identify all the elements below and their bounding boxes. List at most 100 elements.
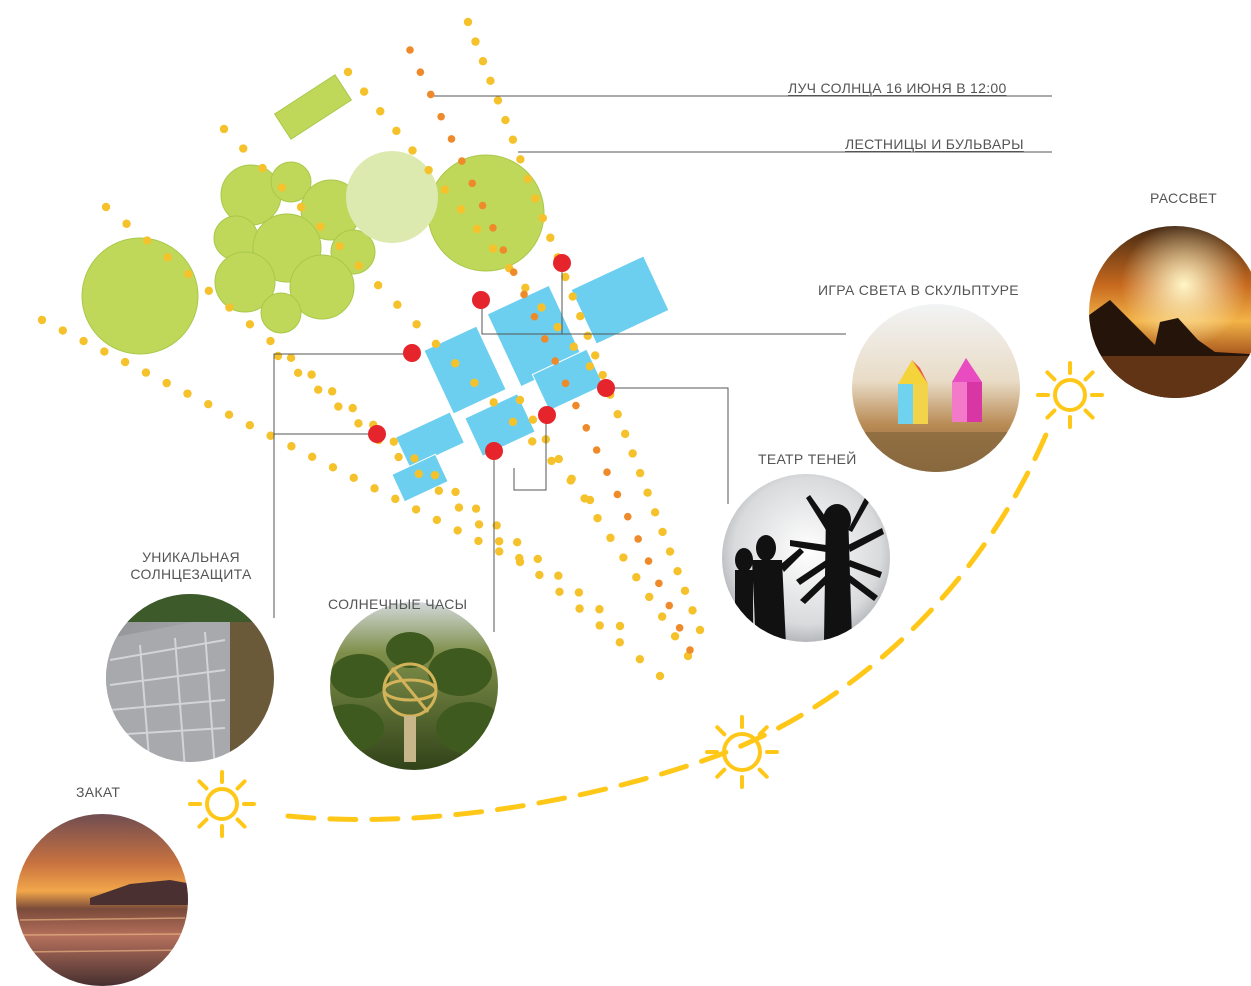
sun-ray-dot	[458, 157, 466, 165]
sun-ray-dot	[478, 201, 487, 210]
shadow-theater-photo	[722, 474, 890, 642]
dot	[635, 654, 645, 664]
dot	[643, 488, 652, 497]
dot	[393, 300, 402, 309]
dot	[307, 452, 317, 461]
dot	[670, 632, 680, 641]
dot	[628, 449, 637, 458]
leader-lines	[273, 95, 1052, 632]
sun-icon-ray	[235, 779, 247, 791]
dot	[245, 421, 255, 430]
tree	[289, 254, 355, 320]
sun-icon-disc	[1053, 378, 1087, 412]
dot	[528, 415, 538, 424]
feature-markers	[368, 254, 615, 460]
dot	[547, 456, 556, 466]
dot	[141, 368, 151, 377]
feature-marker	[368, 425, 386, 443]
sun-icon-ray	[715, 767, 727, 779]
dot	[453, 526, 462, 535]
sundial-photo	[330, 602, 498, 770]
label-sundial: СОЛНЕЧНЫЕ ЧАСЫ	[328, 596, 468, 612]
dot	[523, 174, 533, 184]
dot	[531, 194, 540, 203]
sun-ray-dot	[520, 290, 528, 299]
label-sun-protection-line1: УНИКАЛЬНАЯ	[142, 549, 240, 565]
dot	[655, 671, 665, 681]
dot	[521, 283, 530, 293]
dot	[580, 494, 589, 503]
sun-icon-ray	[715, 725, 727, 737]
dot	[120, 357, 130, 367]
dot	[515, 395, 525, 405]
light-sculpture-photo	[852, 304, 1020, 472]
dot	[553, 322, 562, 332]
sun-ray-dot	[447, 135, 456, 143]
dot	[335, 241, 344, 251]
dot	[101, 202, 111, 212]
dot	[591, 351, 600, 360]
tree	[81, 237, 199, 355]
dot	[535, 570, 544, 580]
sun-ray-dot	[665, 601, 674, 610]
feature-marker	[538, 406, 556, 424]
dot	[658, 527, 667, 537]
dot	[555, 587, 564, 596]
dot	[224, 410, 234, 419]
dot	[528, 437, 537, 446]
sun-protection-photo	[106, 594, 274, 762]
dot	[567, 474, 576, 483]
dot	[593, 513, 602, 523]
dot	[334, 402, 343, 411]
sun-icon-ray	[757, 767, 769, 779]
label-light-play: ИГРА СВЕТА В СКУЛЬПТУРЕ	[818, 282, 1019, 298]
dot	[680, 586, 690, 595]
dot	[493, 96, 503, 105]
label-stairs-boulevards: ЛЕСТНИЦЫ И БУЛЬВАРЫ	[845, 136, 1024, 152]
leader-line	[273, 353, 412, 618]
dot	[122, 219, 131, 228]
building	[464, 393, 536, 457]
sun-icon-ray	[235, 817, 247, 829]
label-shadow-theater: ТЕАТР ТЕНЕЙ	[758, 451, 857, 467]
dot	[204, 286, 213, 295]
sun-ray-dot	[572, 401, 580, 410]
dot	[456, 205, 466, 214]
dot	[266, 431, 275, 440]
dot	[454, 503, 464, 512]
sun-ray-dot	[686, 646, 694, 654]
dot	[554, 571, 563, 580]
dot	[488, 244, 498, 253]
dot	[307, 370, 316, 379]
dot	[515, 553, 524, 563]
sun-icon	[188, 770, 256, 838]
tree	[427, 154, 545, 272]
dot	[316, 222, 325, 231]
dot	[376, 107, 385, 116]
dot	[606, 533, 615, 543]
dot	[489, 398, 498, 407]
sun-ray-dot	[613, 490, 622, 499]
dot	[576, 311, 585, 321]
sun-ray-dot	[551, 357, 559, 365]
label-sun-protection-line2: СОЛНЦЕЗАЩИТА	[130, 566, 252, 582]
sun-ray-dot	[603, 468, 611, 477]
sun-ray-dot	[406, 46, 414, 54]
tree	[270, 161, 312, 203]
lawn-block	[273, 74, 353, 140]
dot	[513, 538, 522, 547]
label-sun-ray: ЛУЧ СОЛНЦА 16 ИЮНЯ В 12:00	[788, 80, 1007, 96]
dot	[411, 505, 421, 514]
dot	[561, 272, 570, 282]
dot	[474, 536, 483, 546]
dot	[273, 351, 283, 361]
dot	[546, 233, 555, 242]
feature-marker	[403, 344, 421, 362]
dot	[615, 621, 625, 631]
tree	[260, 292, 302, 334]
label-sunrise: РАССВЕТ	[1150, 190, 1217, 206]
dot	[450, 359, 460, 368]
dot	[451, 487, 460, 497]
sun-ray-dot	[416, 68, 425, 77]
dot	[354, 419, 363, 428]
